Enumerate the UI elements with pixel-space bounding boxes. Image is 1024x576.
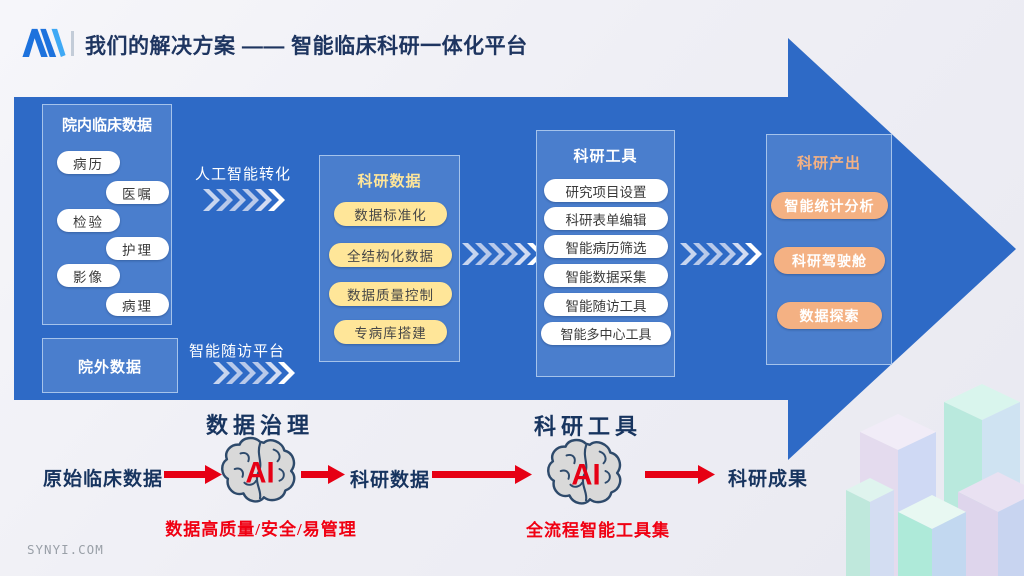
panel-research-tools: 科研工具 研究项目设置 科研表单编辑 智能病历筛选 智能数据采集 智能随访工具 … [536, 130, 675, 377]
website-url: SYNYI.COM [27, 542, 104, 557]
data-pill: 护理 [106, 237, 169, 260]
page-title: 我们的解决方案 —— 智能临床科研一体化平台 [85, 35, 528, 58]
output-pill: 科研驾驶舱 [774, 247, 885, 274]
followup-platform-label: 智能随访平台 [189, 343, 286, 360]
chevron-arrows [203, 189, 285, 211]
city-illustration [846, 384, 1024, 576]
data-pill: 病历 [57, 151, 120, 174]
ai-brain-icon: AI [547, 438, 622, 505]
panel-in-hospital-data: 院内临床数据 病历 医嘱 检验 护理 影像 病理 [42, 104, 172, 325]
data-pill: 医嘱 [106, 181, 169, 204]
panel-title: 科研工具 [573, 148, 638, 165]
data-pill: 影像 [57, 264, 120, 287]
panel-title: 院外数据 [77, 359, 142, 376]
tool-pill: 科研表单编辑 [544, 207, 668, 230]
stage2-caption: 全流程智能工具集 [526, 521, 670, 540]
panel-title: 科研产出 [796, 155, 861, 172]
ai-label: AI [571, 460, 600, 492]
data-pill: 数据质量控制 [329, 282, 452, 306]
synyi-ai-logo [22, 28, 66, 57]
chevron-arrows [213, 362, 295, 384]
ai-brain-icon: AI [221, 436, 296, 503]
tool-pill: 智能数据采集 [544, 264, 668, 287]
tool-pill: 智能多中心工具 [541, 322, 671, 345]
title-divider [71, 31, 74, 56]
flow-node-source: 原始临床数据 [43, 469, 164, 490]
stage1-caption: 数据高质量/安全/易管理 [165, 520, 357, 539]
tool-pill: 智能随访工具 [544, 293, 668, 316]
stage1-heading: 数据治理 [205, 413, 314, 438]
flow-arrow [164, 465, 222, 484]
panel-out-hospital-data: 院外数据 [42, 338, 178, 393]
data-pill: 全结构化数据 [329, 243, 452, 267]
panel-title: 科研数据 [357, 173, 422, 190]
data-pill: 病理 [106, 293, 169, 316]
tool-pill: 智能病历筛选 [544, 235, 668, 258]
output-pill: 智能统计分析 [771, 192, 888, 219]
flow-arrow [645, 465, 715, 484]
flow-node-result: 科研成果 [728, 469, 809, 490]
ai-label: AI [245, 458, 274, 490]
stage2-heading: 科研工具 [533, 414, 642, 439]
flow-arrow [432, 465, 532, 484]
flow-arrow [301, 465, 345, 484]
panel-title: 院内临床数据 [61, 117, 152, 134]
panel-research-data: 科研数据 数据标准化 全结构化数据 数据质量控制 专病库搭建 [319, 155, 460, 362]
flow-node-mid: 科研数据 [350, 470, 431, 491]
data-pill: 检验 [57, 209, 120, 232]
data-pill: 数据标准化 [334, 202, 447, 226]
data-pill: 专病库搭建 [334, 320, 447, 344]
panel-research-output: 科研产出 智能统计分析 科研驾驶舱 数据探索 [766, 134, 892, 365]
ai-transform-label: 人工智能转化 [195, 166, 292, 183]
chevron-arrows [680, 243, 762, 265]
tool-pill: 研究项目设置 [544, 179, 668, 202]
output-pill: 数据探索 [777, 302, 882, 329]
